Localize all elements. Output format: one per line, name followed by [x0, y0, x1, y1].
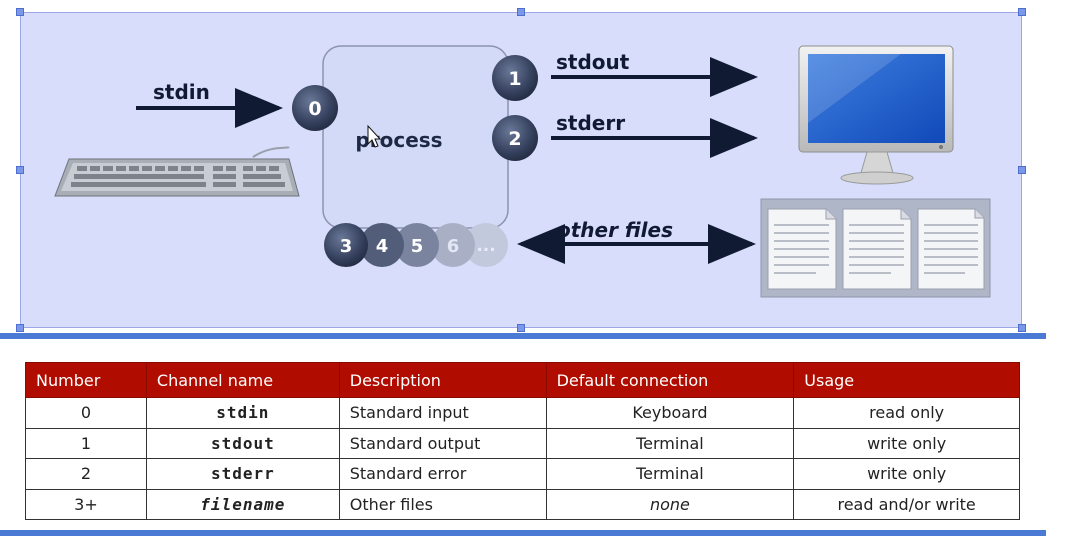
fd-5-circle: 5 [395, 223, 439, 267]
stdin-label: stdin [153, 80, 210, 104]
fd-0-label: 0 [308, 98, 321, 120]
header-channel-name: Channel name [145, 362, 340, 398]
fd-1-label: 1 [508, 68, 521, 90]
table-header-row: Number Channel name Description Default … [25, 362, 1020, 398]
fd-ellipsis-label: ... [476, 236, 495, 256]
table-row: 2 stderr Standard error Terminal write o… [25, 458, 1020, 490]
fd-ellipsis-circle: ... [464, 223, 508, 267]
cell-description: Standard error [338, 458, 547, 490]
table-row: 3+ filename Other files none read and/or… [25, 488, 1020, 520]
resize-handle-middle-right[interactable] [1018, 166, 1026, 174]
resize-handle-bottom-right[interactable] [1018, 324, 1026, 332]
mouse-cursor-icon [367, 124, 382, 148]
fd-3-label: 3 [340, 236, 353, 257]
cell-default-connection: Terminal [545, 427, 795, 459]
fd-6-label: 6 [447, 236, 460, 257]
fd-others-chain: ... 6 5 4 3 [324, 223, 508, 267]
cell-default-connection: none [545, 488, 795, 520]
cell-channel-name: stderr [145, 458, 340, 490]
header-default-connection: Default connection [545, 362, 795, 398]
keyboard-icon [54, 146, 300, 197]
cell-number: 3+ [25, 488, 147, 520]
table-row: 1 stdout Standard output Terminal write … [25, 427, 1020, 459]
fd-5-label: 5 [411, 236, 424, 257]
document-2 [842, 208, 912, 290]
document-1 [767, 208, 837, 290]
header-usage: Usage [793, 362, 1020, 398]
resize-handle-top-right[interactable] [1018, 8, 1026, 16]
stdio-diagram: stdin process 0 1 2 ... 6 [54, 45, 991, 298]
fd-3-circle: 3 [324, 223, 368, 267]
stderr-label: stderr [556, 111, 625, 135]
cell-default-connection: Keyboard [545, 397, 795, 429]
fd-4-label: 4 [376, 236, 389, 257]
cell-default-connection: Terminal [545, 458, 795, 490]
cell-usage: write only [793, 427, 1020, 459]
fd-0-circle: 0 [292, 85, 338, 131]
diagram-canvas[interactable]: stdin process 0 1 2 ... 6 [20, 12, 1022, 328]
cell-channel-name: filename [145, 488, 340, 520]
divider-bottom [0, 530, 1046, 536]
fd-2-circle: 2 [492, 115, 538, 161]
cell-number: 2 [25, 458, 147, 490]
fd-2-label: 2 [508, 128, 521, 150]
resize-handle-middle-left[interactable] [16, 166, 24, 174]
fd-1-circle: 1 [492, 55, 538, 101]
table-row: 0 stdin Standard input Keyboard read onl… [25, 397, 1020, 429]
cell-usage: read and/or write [793, 488, 1020, 520]
cell-number: 0 [25, 397, 147, 429]
document-3 [917, 208, 985, 290]
other-files-label: other files [557, 218, 673, 242]
header-description: Description [338, 362, 547, 398]
cell-number: 1 [25, 427, 147, 459]
header-number: Number [25, 362, 147, 398]
cell-channel-name: stdout [145, 427, 340, 459]
divider-top [0, 333, 1046, 339]
resize-handle-top-center[interactable] [517, 8, 525, 16]
resize-handle-bottom-left[interactable] [16, 324, 24, 332]
resize-handle-top-left[interactable] [16, 8, 24, 16]
cell-description: Standard input [338, 397, 547, 429]
fd-4-circle: 4 [360, 223, 404, 267]
cell-usage: write only [793, 458, 1020, 490]
cell-description: Other files [338, 488, 547, 520]
cell-channel-name: stdin [145, 397, 340, 429]
fd-6-circle: 6 [431, 223, 475, 267]
monitor-icon [798, 45, 954, 185]
cell-description: Standard output [338, 427, 547, 459]
stdout-label: stdout [556, 50, 630, 74]
file-descriptor-table: Number Channel name Description Default … [25, 362, 1020, 520]
resize-handle-bottom-center[interactable] [517, 324, 525, 332]
cell-usage: read only [793, 397, 1020, 429]
documents-icon [760, 198, 991, 298]
